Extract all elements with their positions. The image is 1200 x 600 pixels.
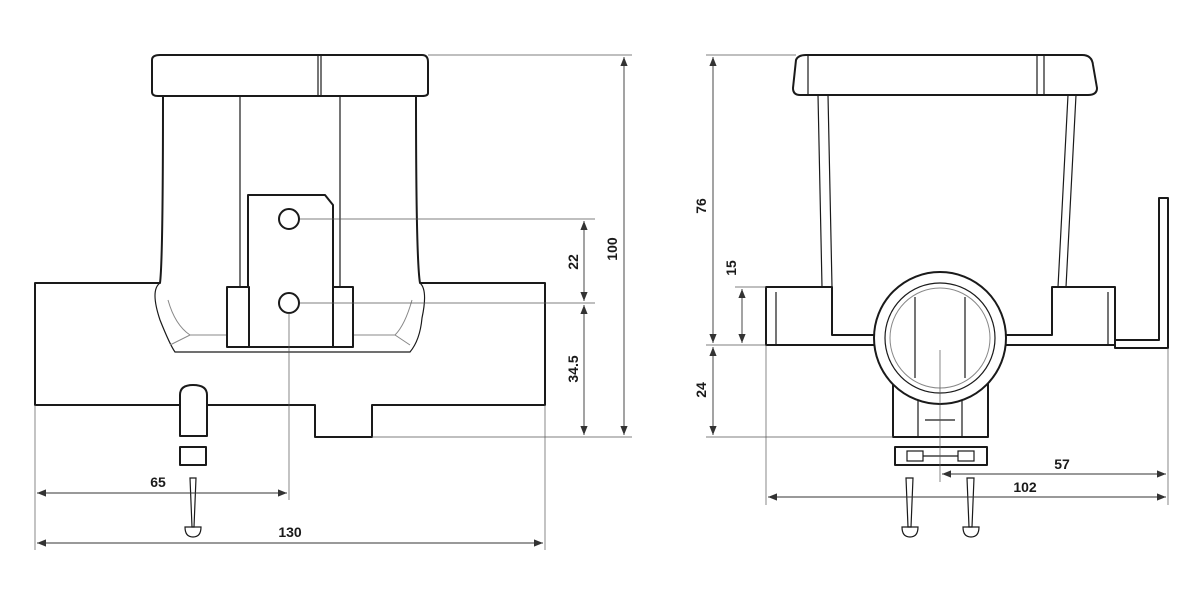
dim-height-22: 22	[565, 221, 588, 301]
front-knob	[179, 384, 208, 437]
front-throat	[154, 282, 426, 353]
dim-text-57: 57	[1054, 456, 1070, 472]
front-nut	[179, 446, 207, 466]
dim-width-130: 130	[37, 524, 543, 547]
dim-text-34-5: 34.5	[565, 355, 581, 382]
dim-text-100: 100	[604, 237, 620, 261]
front-view: 130 65 100 22 34.5	[34, 54, 632, 550]
side-screw-left	[901, 477, 919, 538]
side-cap	[792, 54, 1098, 96]
dim-text-130: 130	[278, 524, 302, 540]
dim-text-76: 76	[693, 198, 709, 214]
dim-height-76: 76	[693, 57, 717, 343]
dim-text-22: 22	[565, 254, 581, 270]
side-wall-right	[1057, 94, 1077, 288]
dim-text-65: 65	[150, 474, 166, 490]
front-terminal-clamp-right	[332, 286, 354, 348]
dim-text-24: 24	[693, 382, 709, 398]
side-screw-right	[962, 477, 980, 538]
dim-height-34-5: 34.5	[565, 305, 588, 435]
side-base-right	[1002, 286, 1116, 346]
front-hole-upper	[278, 208, 300, 230]
front-screw	[184, 477, 202, 538]
dim-width-57: 57	[942, 456, 1166, 478]
front-hole-lower	[278, 292, 300, 314]
dim-height-100: 100	[604, 57, 628, 435]
dim-height-15: 15	[723, 260, 746, 343]
dim-text-15: 15	[723, 260, 739, 276]
side-wall-left	[817, 94, 833, 288]
dim-width-102: 102	[768, 479, 1166, 501]
front-cap	[151, 54, 429, 97]
front-terminal-clamp-left	[226, 286, 250, 348]
side-bracket	[1114, 197, 1169, 349]
side-view: 76 15 24 57 102	[693, 54, 1169, 538]
dim-text-102: 102	[1013, 479, 1037, 495]
side-base	[765, 286, 881, 346]
dim-height-24: 24	[693, 347, 717, 435]
dim-width-65: 65	[37, 474, 287, 497]
